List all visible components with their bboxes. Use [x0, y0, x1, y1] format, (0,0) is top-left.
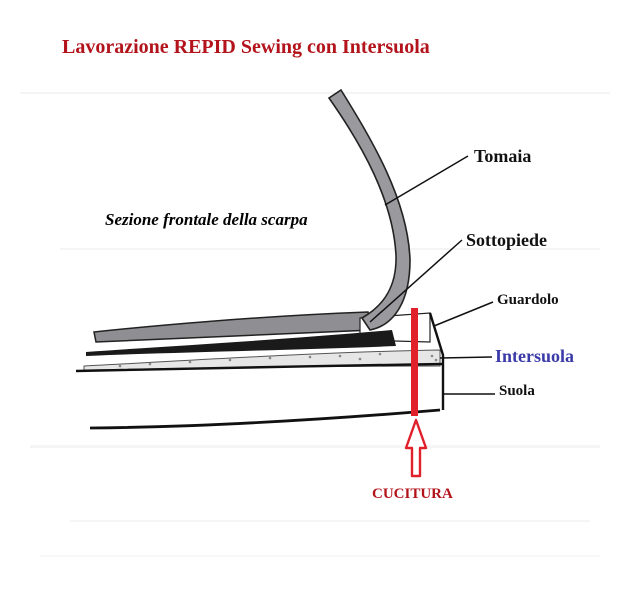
leader-sottopiede — [369, 239, 463, 323]
leader-intersuola — [439, 356, 493, 359]
label-guardolo: Guardolo — [497, 292, 559, 308]
sole-top-line — [75, 362, 443, 373]
midsole-speckles — [118, 352, 438, 368]
stitch-line — [411, 308, 418, 416]
label-sottopiede: Sottopiede — [466, 230, 547, 250]
upper-shape — [327, 88, 411, 331]
sole-edge — [428, 312, 445, 410]
label-suola: Suola — [499, 383, 535, 399]
label-intersuola: Intersuola — [495, 346, 575, 366]
leader-tomaia — [384, 155, 469, 206]
stitch-arrow — [404, 418, 428, 478]
insole-underside — [86, 330, 396, 356]
diagram-subtitle: Sezione frontale della scarpa — [105, 210, 308, 229]
label-cucitura: CUCITURA — [372, 486, 453, 502]
diagram-title: Lavorazione REPID Sewing con Intersuola — [62, 36, 430, 58]
leader-guardolo — [433, 301, 494, 327]
label-tomaia: Tomaia — [474, 146, 532, 166]
scan-texture — [20, 92, 610, 557]
sole-bottom-line — [89, 408, 441, 430]
